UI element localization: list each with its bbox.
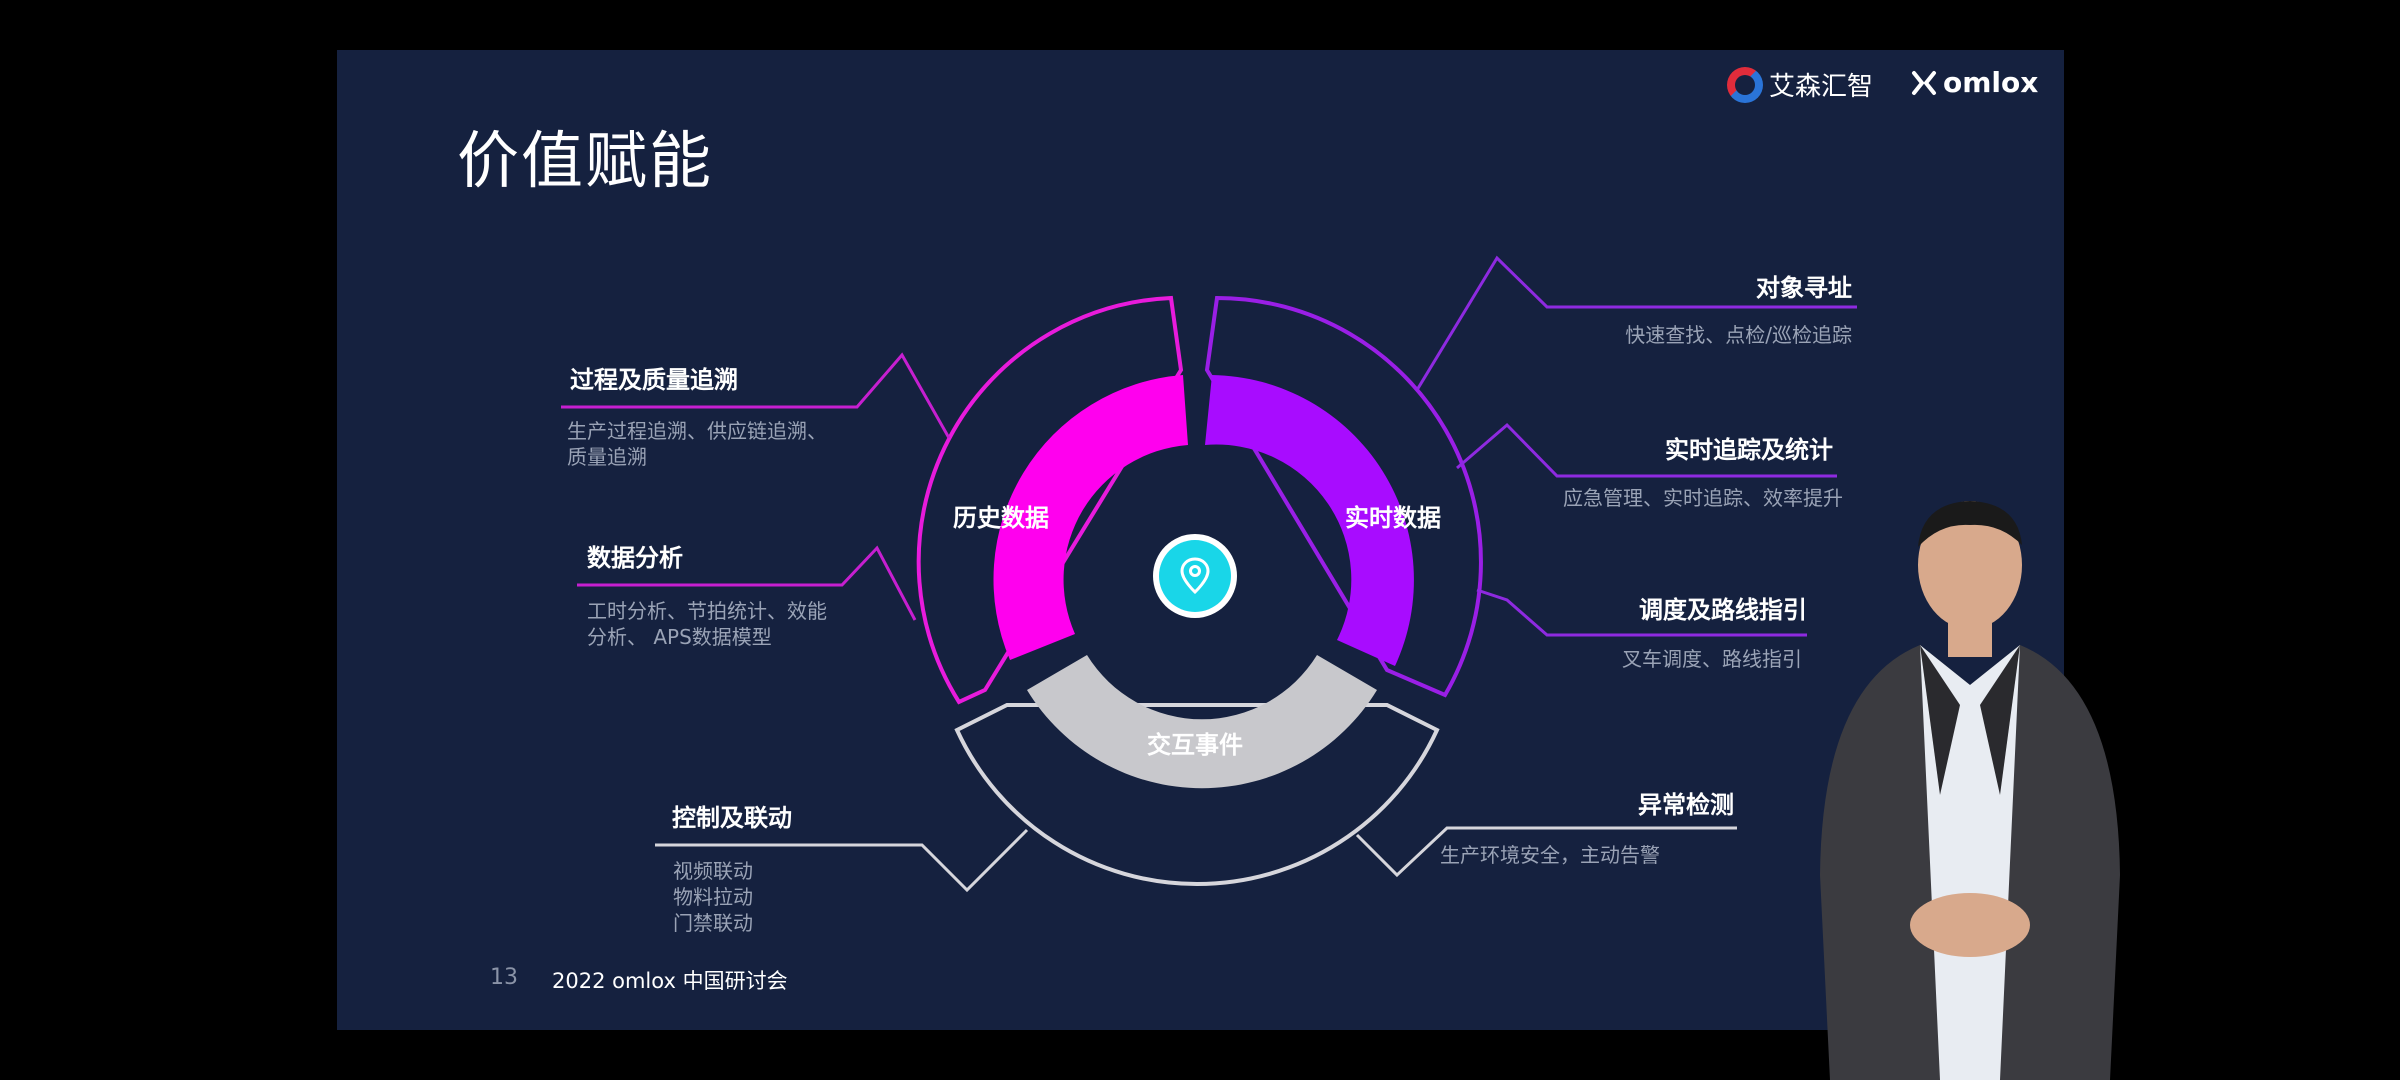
presenter-video	[1820, 501, 2120, 1080]
aisen-logo: 艾森汇智	[1727, 66, 1873, 103]
feature-desc-trace: 生产过程追溯、供应链追溯、 质量追溯	[567, 419, 827, 469]
feature-title-addressing: 对象寻址	[1756, 274, 1852, 302]
connector-dispatch	[1476, 588, 1807, 637]
feature-desc-dispatch: 叉车调度、路线指引	[1622, 647, 1802, 671]
history-segment	[993, 375, 1188, 660]
omlox-logo: omlox	[1911, 66, 2038, 99]
feature-title-anomaly: 异常检测	[1638, 791, 1734, 819]
slide-title: 价值赋能	[457, 124, 714, 197]
feature-desc-addressing: 快速查找、点检/巡检追踪	[1625, 323, 1852, 347]
feature-title-control: 控制及联动	[672, 804, 792, 832]
interaction-outer-outline	[954, 703, 1440, 886]
feature-title-realtime-tracking: 实时追踪及统计	[1665, 436, 1833, 464]
interaction-segment	[1027, 655, 1377, 789]
feature-title-trace: 过程及质量追溯	[570, 366, 738, 394]
connector-realtime-tracking	[1456, 422, 1837, 478]
connector-trace	[561, 352, 951, 439]
omlox-x-icon	[1912, 70, 1936, 95]
connector-anomaly	[1355, 826, 1737, 878]
realtime-segment-label: 实时数据	[1345, 504, 1441, 532]
feature-desc-analysis: 工时分析、节拍统计、效能 分析、 APS数据模型	[587, 599, 827, 649]
value-diagram	[561, 255, 1857, 893]
connector-control	[655, 828, 1029, 893]
realtime-outer-outline	[1204, 295, 1483, 698]
history-outer-outline	[916, 295, 1184, 705]
interaction-segment-label: 交互事件	[1147, 731, 1243, 759]
history-segment-label: 历史数据	[953, 504, 1049, 532]
feature-desc-control: 视频联动 物料拉动 门禁联动	[673, 859, 753, 935]
feature-title-analysis: 数据分析	[587, 544, 683, 572]
realtime-segment	[1205, 375, 1414, 666]
connector-addressing	[1415, 255, 1857, 391]
feature-desc-realtime-tracking: 应急管理、实时追踪、效率提升	[1563, 486, 1843, 510]
slide: 价值赋能 艾森汇智 omlox	[337, 50, 2064, 1030]
feature-desc-anomaly: 生产环境安全，主动告警	[1440, 843, 1660, 867]
omlox-logo-text: omlox	[1943, 66, 2039, 99]
center-location-pin	[1153, 534, 1237, 618]
page-number: 13	[490, 965, 518, 990]
aisen-logo-icon	[1727, 66, 1763, 103]
location-pin-icon	[1180, 557, 1210, 595]
connector-analysis	[577, 545, 917, 621]
feature-title-dispatch: 调度及路线指引	[1639, 596, 1807, 624]
aisen-logo-text: 艾森汇智	[1769, 72, 1874, 102]
footer-text: 2022 omlox 中国研讨会	[552, 969, 788, 993]
